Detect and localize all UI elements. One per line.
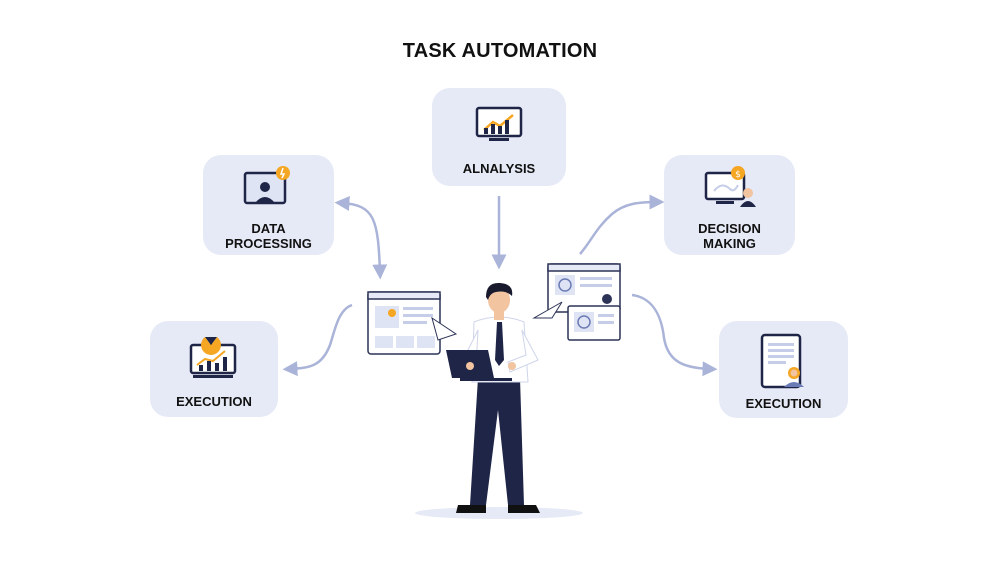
trend-monitor-icon [475, 106, 523, 141]
arrow-to-decision [579, 194, 665, 255]
monitor-person-icon [243, 166, 290, 205]
arrow-data-processing [334, 195, 388, 280]
node-data-processing-label-2: PROCESSING [225, 236, 312, 251]
node-data-processing-label-1: DATA [251, 221, 286, 236]
node-execution-right-label: EXECUTION [745, 396, 822, 411]
node-execution-right: EXECUTION [719, 321, 848, 418]
node-analysis: ALNALYSIS [432, 88, 566, 186]
node-decision-making: $ DECISION MAKING [664, 155, 795, 255]
svg-text:$: $ [735, 170, 741, 180]
node-data-processing: DATA PROCESSING [203, 155, 334, 255]
bar-chart-monitor-icon [189, 337, 237, 378]
node-execution-left-label: EXECUTION [176, 394, 252, 409]
node-execution-left: EXECUTION [150, 321, 278, 417]
tablet-document-icon [760, 333, 804, 389]
arrow-to-execution-right [631, 293, 718, 377]
node-decision-making-label-1: DECISION [698, 221, 761, 236]
person-figure [415, 282, 583, 519]
node-decision-making-label-2: MAKING [703, 236, 756, 251]
floating-window-left [367, 291, 458, 355]
decision-monitor-icon: $ [704, 166, 756, 207]
diagram-title: TASK AUTOMATION [402, 40, 598, 62]
node-analysis-label: ALNALYSIS [462, 161, 536, 176]
floating-window-right [532, 263, 621, 341]
arrow-to-execution-left [282, 303, 353, 377]
